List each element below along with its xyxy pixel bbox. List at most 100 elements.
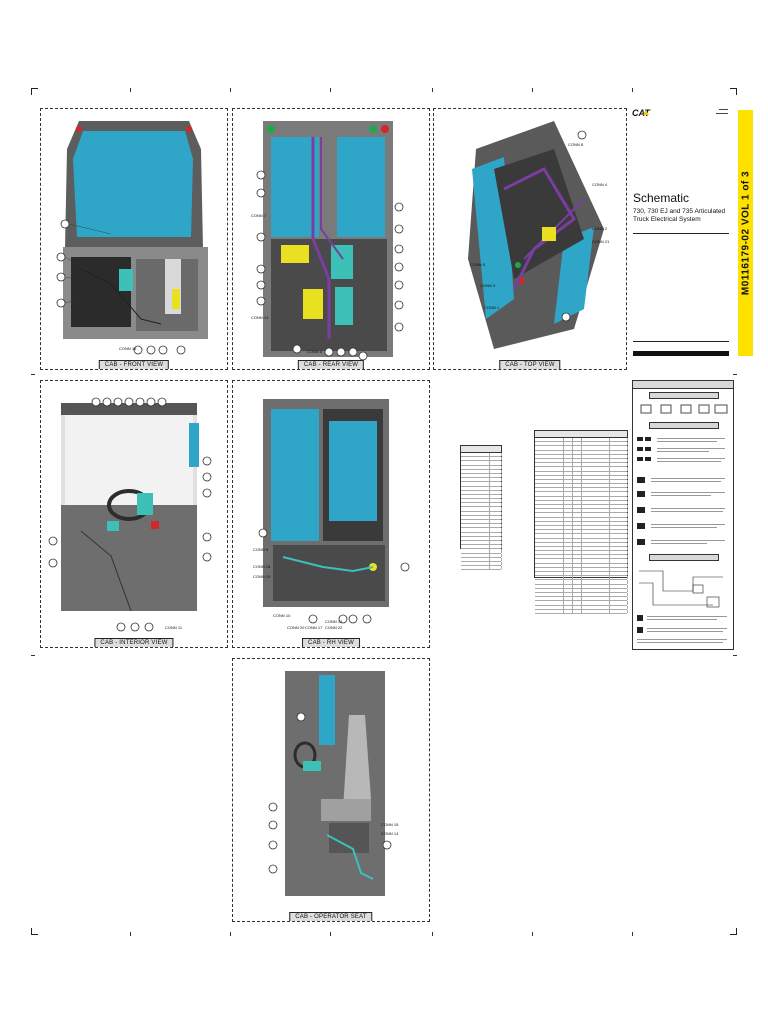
legend-section-header (649, 422, 719, 429)
corner-mark (31, 928, 38, 935)
ruler-tick (632, 932, 633, 936)
ruler-tick (632, 88, 633, 92)
corner-mark (730, 928, 737, 935)
connector-label: CONN 6 (307, 349, 323, 354)
table-row (461, 561, 502, 567)
connector-label: CONN 5 (470, 262, 486, 267)
connector-label: CONN 11 (165, 625, 183, 630)
connector-label: CONN 16 (119, 346, 137, 351)
table-row (461, 457, 502, 462)
table-row (535, 567, 628, 572)
cab-front-view: CONN 16 CAB - FRONT VIEW (40, 108, 228, 370)
schematic-title: Schematic (633, 191, 690, 205)
divider (633, 233, 729, 234)
table-row (535, 496, 628, 501)
ruler-tick (532, 932, 533, 936)
legend-symbol-list (637, 437, 725, 545)
table-row (461, 507, 502, 512)
table-row (535, 505, 628, 510)
operator-seat-illustration (268, 671, 392, 896)
table-row (461, 503, 502, 508)
part-number: M0116179-02 VOL 1 of 3 (740, 170, 751, 296)
table-row (535, 584, 628, 589)
connector-label: CONN 1 (484, 305, 500, 310)
table-row (535, 546, 628, 552)
ruler-tick (733, 374, 737, 375)
table-row (461, 482, 502, 487)
legend-section-header (649, 392, 719, 399)
connector-label: CONN 2 (592, 226, 608, 231)
table-row (461, 453, 502, 458)
view-caption-seat: CAB - OPERATOR SEAT (289, 912, 373, 921)
ruler-tick (733, 655, 737, 656)
table-row (535, 597, 628, 602)
table-row (535, 479, 628, 485)
connector-label: CONN 9 (253, 547, 269, 552)
legend-section-header (649, 554, 719, 561)
table-row (461, 524, 502, 529)
table-row (461, 515, 502, 520)
connector-label: CONN 18 (253, 564, 271, 569)
connector-label: CONN 3 (480, 283, 496, 288)
table-row (535, 530, 628, 535)
table-header (461, 446, 501, 453)
component-location-table (460, 445, 502, 571)
table-row (461, 528, 502, 533)
ruler-tick (31, 374, 35, 375)
table-row (535, 438, 628, 443)
table-row (535, 588, 628, 593)
connector-label: CONN 14 (381, 831, 399, 836)
table-row (461, 536, 502, 541)
table-row (535, 513, 628, 518)
connector-label: CONN 15 (381, 822, 399, 827)
table-row (535, 509, 628, 514)
table-row (461, 499, 502, 504)
divider (633, 341, 729, 342)
table-row (461, 566, 502, 571)
view-caption-rh: CAB - RH VIEW (302, 638, 360, 647)
cat-logo: CAT (632, 108, 650, 118)
table-row (461, 469, 502, 474)
table-row (535, 572, 628, 577)
table-row (461, 553, 502, 558)
table-row (461, 486, 502, 491)
connector-label: CONN 10 (273, 613, 291, 618)
ruler-tick (230, 88, 231, 92)
table-row (535, 534, 628, 539)
connector-label: CONN 4 (592, 182, 608, 187)
cab-rh-illustration (258, 399, 410, 624)
table-row (535, 475, 628, 480)
table-row (535, 484, 628, 489)
ruler-tick (532, 88, 533, 92)
cab-rear-illustration (256, 121, 404, 361)
table-row (461, 465, 502, 470)
table-row (461, 478, 502, 483)
table-row (461, 473, 502, 479)
corner-mark (31, 88, 38, 95)
view-caption-rear: CAB - REAR VIEW (297, 360, 365, 369)
table-row (461, 494, 502, 500)
ruler-tick (130, 932, 131, 936)
table-row (461, 545, 502, 550)
connector-label: CONN 21 (592, 239, 610, 244)
legend-symbols-row (640, 404, 728, 414)
table-row (535, 517, 628, 522)
cab-rh-view: CONN 9 CONN 18 CONN 19 CONN 10 CONN 20 C… (232, 380, 430, 648)
ruler-tick (31, 655, 35, 656)
connector-label: CONN 17 (305, 625, 323, 630)
cab-operator-seat-view: CONN 15 CONN 14 CAB - OPERATOR SEAT (232, 658, 430, 922)
table-row (461, 557, 502, 562)
table-row (535, 542, 628, 547)
view-caption-top: CAB - TOP VIEW (499, 360, 561, 369)
connector-label: CONN 12 (325, 619, 343, 624)
ruler-tick (432, 88, 433, 92)
table-row (535, 492, 628, 497)
table-row (535, 551, 628, 556)
table-row (535, 450, 628, 455)
title-black-bar (633, 351, 729, 356)
table-row (535, 580, 628, 585)
table-row (535, 521, 628, 526)
cab-rear-view: CONN 7 CONN 13 CONN 6 CAB - REAR VIEW (232, 108, 430, 370)
table-row (535, 458, 628, 464)
